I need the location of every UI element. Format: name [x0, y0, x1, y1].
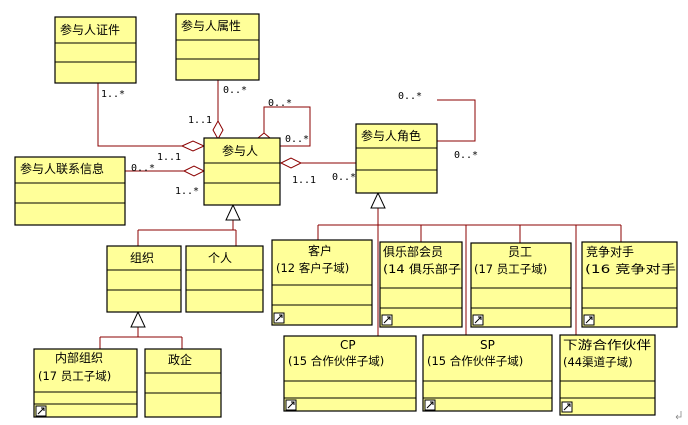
class-title: 内部组织 — [55, 350, 103, 365]
class-box-geren: 个人 — [185, 245, 264, 313]
multiplicity-label: 1..1 — [157, 152, 181, 163]
class-subtitle: (15 合作伙伴子域) — [288, 354, 384, 368]
multiplicity-label: 0..* — [223, 85, 247, 96]
multiplicity-labels: 1..* 1..1 0..* 1..1 0..* 0..* 0..* 1..* … — [101, 85, 478, 197]
generalization-arrow-juese — [370, 191, 386, 209]
class-title: 参与人证件 — [60, 22, 120, 37]
multiplicity-label: 0..* — [454, 150, 478, 161]
class-box-xiayou: 下游合作伙伴 (44渠道子域) — [559, 334, 656, 416]
class-title: 参与人属性 — [181, 18, 241, 33]
class-subtitle: (44渠道子域) — [563, 355, 633, 369]
class-title: 员工 — [508, 245, 532, 259]
class-box-zhengjian: 参与人证件 — [54, 16, 137, 84]
class-title: 客户 — [308, 243, 332, 258]
multiplicity-label: 1..1 — [292, 175, 316, 186]
class-title: 组织 — [130, 251, 154, 265]
class-box-kehu: 客户 (12 客户子域) — [271, 239, 373, 326]
class-box-zuzhi: 组织 — [106, 245, 182, 313]
class-title: CP — [340, 338, 356, 352]
multiplicity-label: 1..* — [175, 186, 199, 197]
class-title: 个人 — [208, 251, 232, 265]
class-subtitle: (14 俱乐部子 — [383, 262, 461, 276]
class-subtitle: (16 竞争对手 — [585, 262, 676, 276]
assoc-self — [263, 106, 311, 147]
class-subtitle: (17 员工子域) — [38, 369, 111, 383]
class-title: SP — [480, 338, 495, 352]
multiplicity-label: 0..* — [268, 98, 292, 109]
class-box-neibu: 内部组织 (17 员工子域) — [33, 348, 138, 418]
class-title: 参与人角色 — [361, 128, 421, 143]
aggregation-diamond-juese — [279, 157, 303, 169]
class-box-cp: CP (15 合作伙伴子域) — [283, 335, 417, 412]
class-box-lianxi: 参与人联系信息 — [14, 156, 126, 226]
class-title: 俱乐部会员 — [383, 244, 443, 259]
multiplicity-label: 0..* — [285, 134, 309, 145]
multiplicity-label: 0..* — [131, 163, 155, 174]
class-title: 参与人 — [222, 143, 258, 158]
assoc-zhengjian — [97, 83, 182, 147]
generalization-arrow-canyuren — [225, 203, 241, 221]
multiplicity-label: 1..1 — [188, 115, 212, 126]
class-box-shuxing: 参与人属性 — [175, 13, 260, 81]
class-box-juese: 参与人角色 — [355, 123, 438, 194]
class-box-canyuren: 参与人 — [203, 137, 281, 206]
aggregation-diamond-shuxing — [212, 119, 224, 141]
generalization-arrow-zuzhi — [130, 310, 146, 328]
connector-lines — [97, 80, 622, 349]
multiplicity-label: 0..* — [398, 91, 422, 102]
multiplicity-label: 1..* — [101, 89, 125, 100]
aggregation-diamond-lianxi — [182, 165, 206, 177]
class-subtitle: (17 员工子域) — [474, 262, 547, 276]
class-box-sp: SP (15 合作伙伴子域) — [422, 334, 553, 412]
class-box-julebu: 俱乐部会员 (14 俱乐部子 — [379, 241, 463, 328]
multiplicity-label: 0..* — [332, 172, 356, 183]
class-title: 参与人联系信息 — [20, 161, 104, 176]
class-box-jingzheng: 竞争对手 (16 竞争对手 — [581, 241, 678, 328]
class-title: 竞争对手 — [586, 245, 634, 259]
class-title: 政企 — [168, 352, 192, 367]
paragraph-mark-icon — [675, 411, 682, 420]
class-subtitle: (12 客户子域) — [276, 261, 349, 275]
class-box-zhengqi: 政企 — [144, 348, 222, 418]
assoc-juese-self — [437, 99, 476, 142]
class-title: 下游合作伙伴 — [563, 337, 651, 352]
class-subtitle: (15 合作伙伴子域) — [427, 354, 523, 368]
aggregation-diamond-zhengjian — [180, 140, 206, 152]
class-box-yuangong: 员工 (17 员工子域) — [470, 242, 572, 328]
